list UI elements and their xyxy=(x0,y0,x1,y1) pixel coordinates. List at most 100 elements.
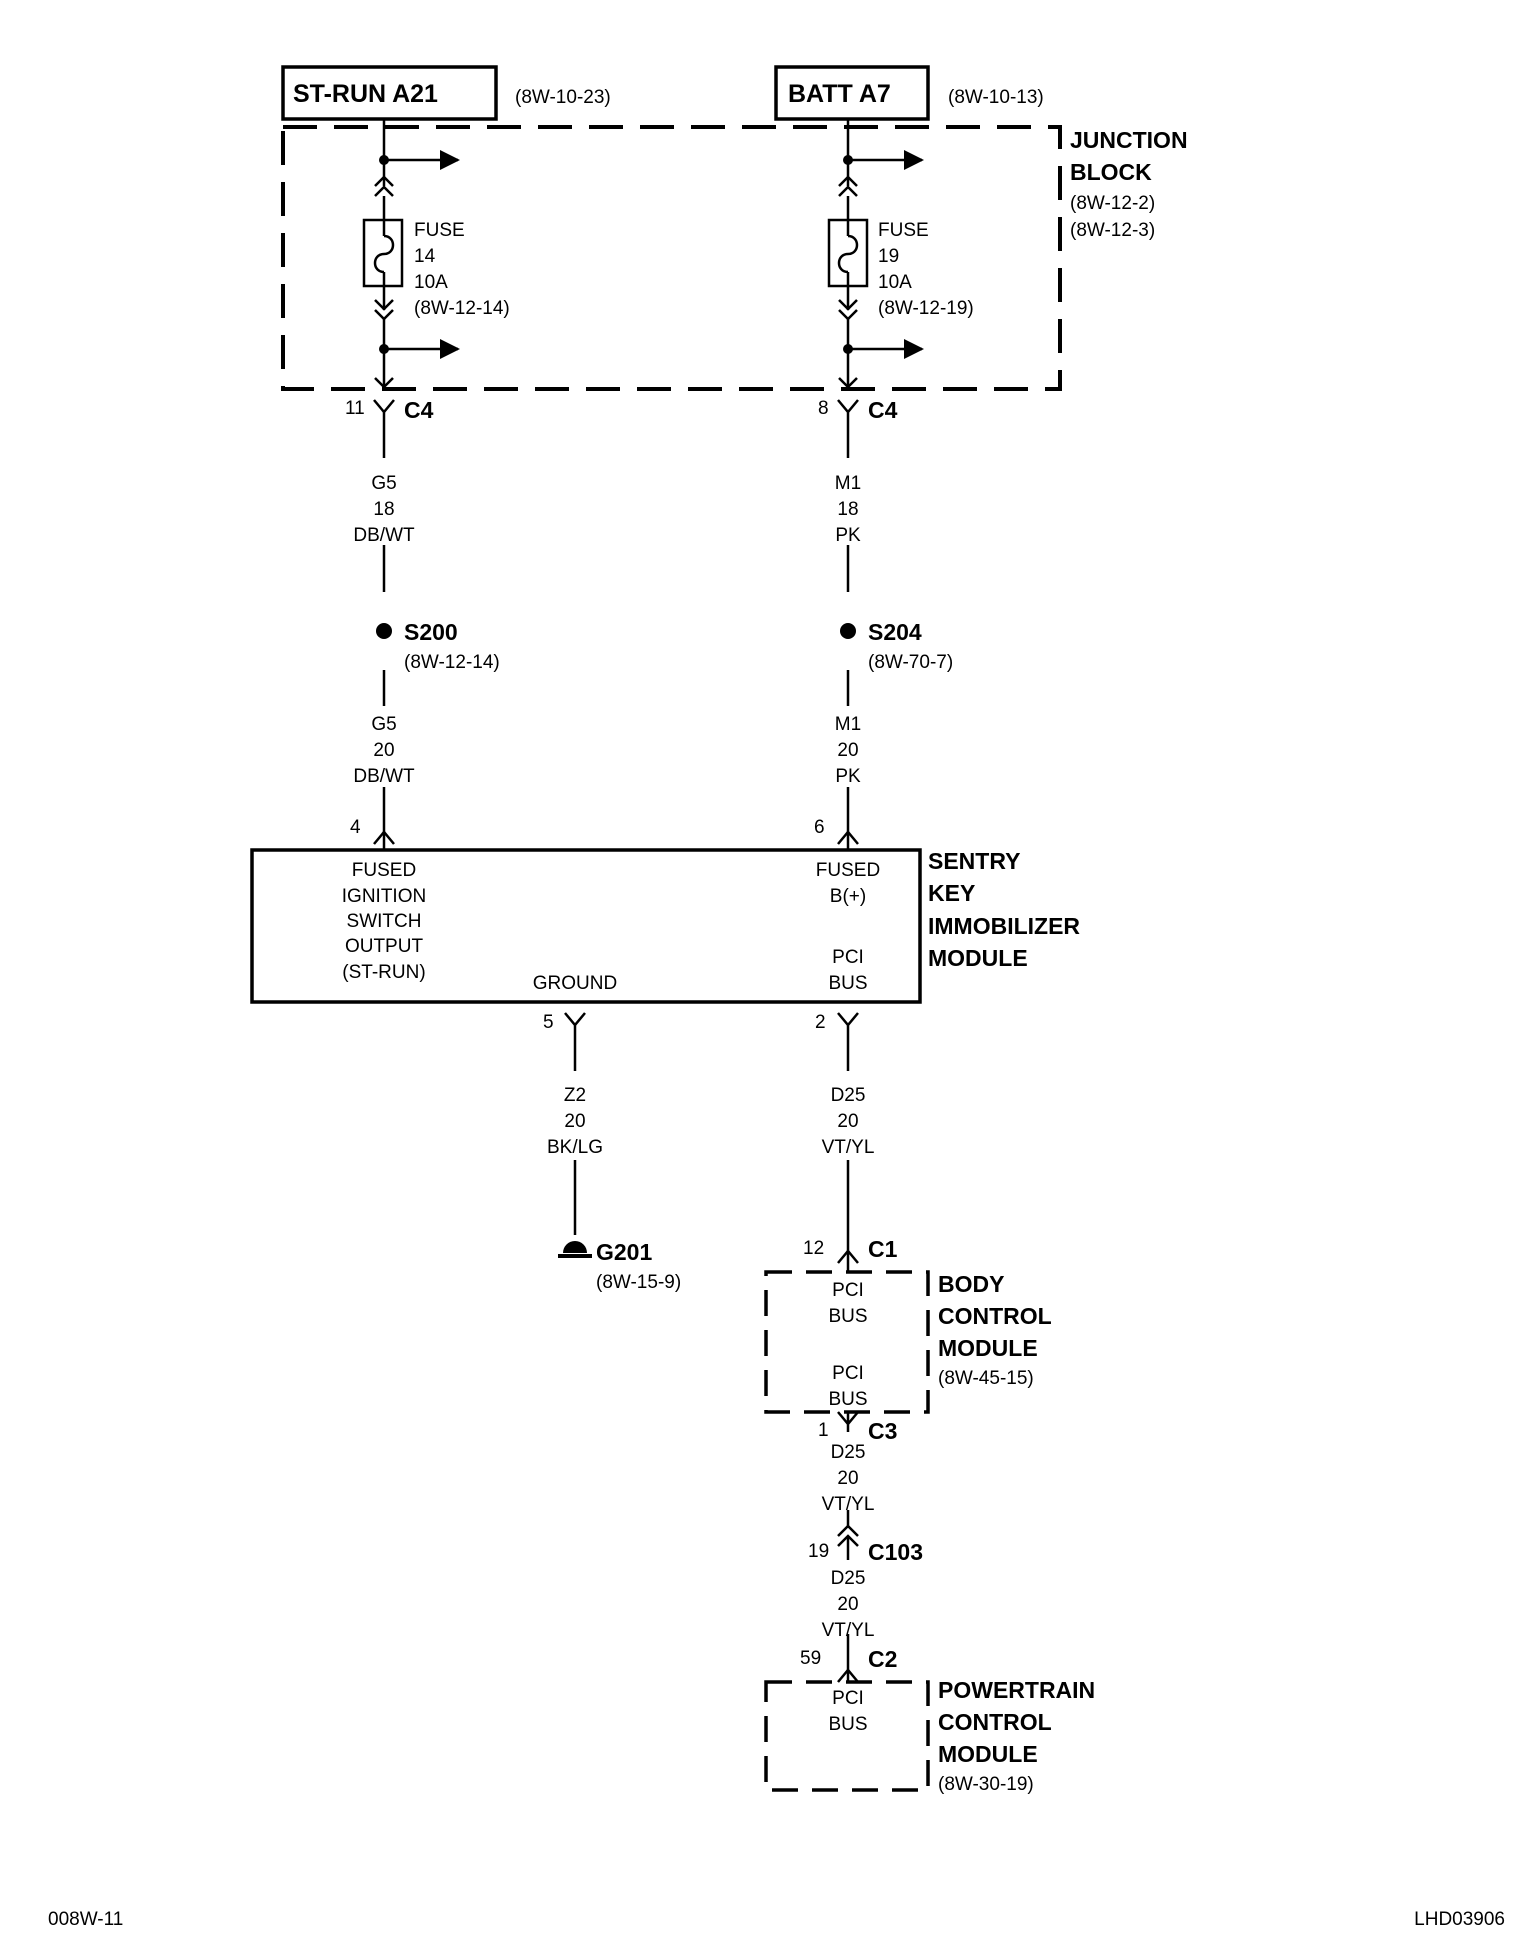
skim-ground-label: GROUND xyxy=(533,973,617,994)
wire-g5-20-circuit: G5 xyxy=(371,714,396,735)
bcm-title-3: MODULE xyxy=(938,1335,1038,1361)
pcm-c2-pin: 59 xyxy=(800,1648,821,1669)
pcm-title-3: MODULE xyxy=(938,1741,1038,1767)
pcm-title-1: POWERTRAIN xyxy=(938,1677,1095,1703)
bcm-top-2: BUS xyxy=(828,1306,867,1327)
wire-d25-c-gauge: 20 xyxy=(837,1594,858,1615)
pcm-title-2: CONTROL xyxy=(938,1709,1052,1735)
bcm-c1-name: C1 xyxy=(868,1236,898,1262)
junction-block-title-2: BLOCK xyxy=(1070,159,1152,185)
pcm-pin-2: BUS xyxy=(828,1714,867,1735)
bcm-title-1: BODY xyxy=(938,1271,1004,1297)
bcm-bot-2: BUS xyxy=(828,1389,867,1410)
wire-d25-a-circuit: D25 xyxy=(831,1085,866,1106)
wire-g5-18-circuit: G5 xyxy=(371,473,396,494)
fuse-19-line-1: FUSE xyxy=(878,220,929,241)
skim-pin-5: 5 xyxy=(543,1012,554,1033)
c4-left-name: C4 xyxy=(404,397,434,423)
bcm-c3-name: C3 xyxy=(868,1418,897,1444)
c103-pin: 19 xyxy=(808,1541,829,1562)
fuse-19-line-2: 19 xyxy=(878,246,899,267)
c4-right-pin: 8 xyxy=(818,398,829,419)
fuse-14-line-3: 10A xyxy=(414,272,448,293)
footer-right-code: LHD03906 xyxy=(1414,1909,1505,1930)
right-circuit xyxy=(827,119,924,850)
skim-pci-2: BUS xyxy=(828,973,867,994)
ground-g201-symbol xyxy=(563,1241,587,1253)
pci-bus-circuit xyxy=(837,1012,859,1683)
wire-d25-b-gauge: 20 xyxy=(837,1468,858,1489)
fuse-19-line-4: (8W-12-19) xyxy=(878,298,974,319)
skim-pin-6: 6 xyxy=(814,817,825,838)
footer-left-code: 008W-11 xyxy=(48,1909,123,1930)
source-label-batt: BATT A7 xyxy=(788,80,891,108)
pcm-pin-1: PCI xyxy=(832,1688,864,1709)
source-label-st-run: ST-RUN A21 xyxy=(293,80,438,108)
skim-title-2: KEY xyxy=(928,880,975,906)
skim-left-1: FUSED xyxy=(352,860,416,881)
skim-left-5: (ST-RUN) xyxy=(342,962,425,983)
bcm-top-1: PCI xyxy=(832,1280,864,1301)
bcm-c1-pin: 12 xyxy=(803,1238,824,1259)
c4-left-pin: 11 xyxy=(345,398,365,419)
wire-d25-b-color: VT/YL xyxy=(822,1494,875,1515)
wire-d25-c-circuit: D25 xyxy=(831,1568,866,1589)
skim-right-1: FUSED xyxy=(816,860,880,881)
skim-pin-4: 4 xyxy=(350,817,361,838)
ground-g201-ref: (8W-15-9) xyxy=(596,1272,681,1293)
splice-s200-dot xyxy=(376,623,392,639)
junction-block-ref-1: (8W-12-2) xyxy=(1070,193,1155,214)
wire-m1-20-gauge: 20 xyxy=(837,740,858,761)
wire-z2-color: BK/LG xyxy=(547,1137,603,1158)
junction-block-title-1: JUNCTION xyxy=(1070,127,1188,153)
skim-left-2: IGNITION xyxy=(342,886,426,907)
ground-circuit xyxy=(558,1012,592,1258)
wire-m1-18-gauge: 18 xyxy=(837,499,858,520)
wire-d25-a-gauge: 20 xyxy=(837,1111,858,1132)
skim-title-3: IMMOBILIZER xyxy=(928,913,1080,939)
source-box-batt xyxy=(774,65,930,121)
fuse-19-line-3: 10A xyxy=(878,272,912,293)
ground-g201-name: G201 xyxy=(596,1239,652,1265)
wire-z2-circuit: Z2 xyxy=(564,1085,586,1106)
splice-s200-ref: (8W-12-14) xyxy=(404,652,500,673)
wire-m1-18-circuit: M1 xyxy=(835,473,861,494)
wire-d25-c-color: VT/YL xyxy=(822,1620,875,1641)
source-box-st-run xyxy=(281,65,498,121)
bcm-c3-pin: 1 xyxy=(818,1420,829,1441)
pcm-ref: (8W-30-19) xyxy=(938,1774,1034,1795)
bcm-bot-1: PCI xyxy=(832,1363,864,1384)
c103-name: C103 xyxy=(868,1539,923,1565)
skim-pci-1: PCI xyxy=(832,947,864,968)
junction-block-ref-2: (8W-12-3) xyxy=(1070,220,1155,241)
fuse-14-line-4: (8W-12-14) xyxy=(414,298,510,319)
wire-g5-20-gauge: 20 xyxy=(373,740,394,761)
source-ref-st-run: (8W-10-23) xyxy=(515,87,611,108)
splice-s200-name: S200 xyxy=(404,619,458,645)
wire-d25-b-circuit: D25 xyxy=(831,1442,866,1463)
fuse-14-line-1: FUSE xyxy=(414,220,465,241)
skim-title-1: SENTRY xyxy=(928,848,1020,874)
bcm-title-2: CONTROL xyxy=(938,1303,1052,1329)
skim-right-2: B(+) xyxy=(830,886,866,907)
splice-s204-dot xyxy=(840,623,856,639)
wire-g5-18-color: DB/WT xyxy=(353,525,415,546)
fuse-14-line-2: 14 xyxy=(414,246,436,267)
wire-m1-18-color: PK xyxy=(835,525,861,546)
wire-m1-20-color: PK xyxy=(835,766,861,787)
pcm-outline xyxy=(764,1680,930,1792)
splice-s204-ref: (8W-70-7) xyxy=(868,652,953,673)
left-circuit xyxy=(362,119,460,850)
junction-block-outline xyxy=(281,125,1062,391)
wire-g5-20-color: DB/WT xyxy=(353,766,415,787)
bcm-ref: (8W-45-15) xyxy=(938,1368,1034,1389)
wire-g5-18-gauge: 18 xyxy=(373,499,394,520)
skim-left-3: SWITCH xyxy=(347,911,422,932)
c4-right-name: C4 xyxy=(868,397,898,423)
skim-pin-2: 2 xyxy=(815,1012,826,1033)
splice-s204-name: S204 xyxy=(868,619,922,645)
source-ref-batt: (8W-10-13) xyxy=(948,87,1044,108)
skim-module-box xyxy=(250,848,922,1004)
skim-title-4: MODULE xyxy=(928,945,1028,971)
wire-z2-gauge: 20 xyxy=(564,1111,585,1132)
